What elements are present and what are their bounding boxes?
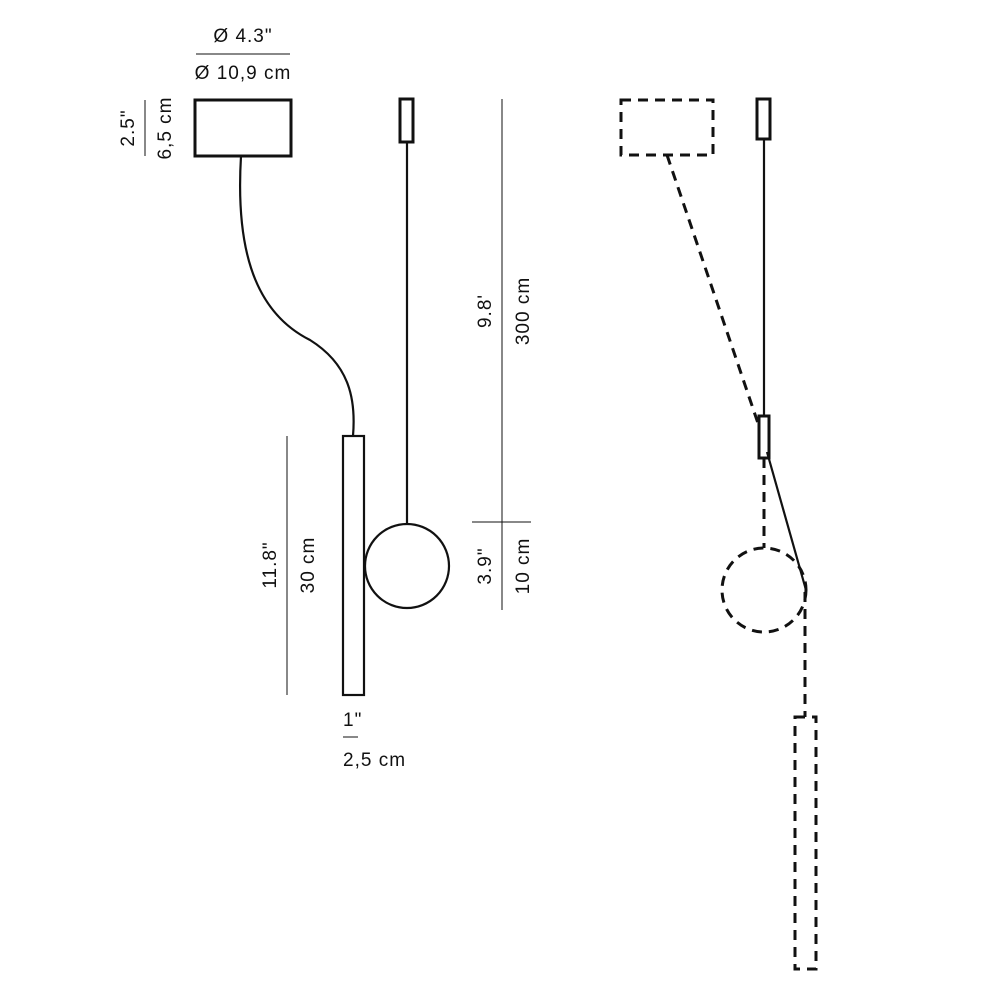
sphere-diameter-cm: 10 cm bbox=[513, 538, 534, 595]
angled-cable bbox=[765, 451, 808, 591]
tube-diameter-in: 1" bbox=[343, 710, 362, 731]
dashed-sphere bbox=[720, 546, 808, 634]
cable-mount bbox=[398, 97, 415, 144]
cable-length-dimension: 9.8' 300 cm bbox=[472, 99, 534, 523]
cable-length-ft: 9.8' bbox=[475, 294, 496, 328]
alt-cable-mount bbox=[755, 97, 772, 141]
cable-length-cm: 300 cm bbox=[513, 277, 534, 345]
tube-diameter-dimension: 1" 2,5 cm bbox=[343, 710, 406, 771]
canopy-height-dimension: 2.5" 6,5 cm bbox=[118, 96, 176, 159]
alternate-configuration-view bbox=[619, 97, 818, 971]
canopy-diameter-dimension: Ø 4.3" Ø 10,9 cm bbox=[195, 26, 292, 84]
canopy-diameter-in: Ø 4.3" bbox=[213, 26, 272, 47]
tube-lamp bbox=[341, 434, 366, 697]
tube-length-dimension: 11.8" 30 cm bbox=[260, 436, 319, 695]
canopy bbox=[193, 98, 293, 158]
canopy-diameter-cm: Ø 10,9 cm bbox=[195, 63, 292, 84]
tube-length-in: 11.8" bbox=[260, 541, 281, 588]
sphere-lamp bbox=[363, 522, 451, 610]
tube-diameter-cm: 2,5 cm bbox=[343, 750, 406, 771]
front-view bbox=[193, 97, 451, 697]
sphere-diameter-in: 3.9" bbox=[475, 547, 496, 584]
dashed-tube bbox=[793, 715, 818, 971]
canopy-height-cm: 6,5 cm bbox=[155, 96, 176, 159]
canopy-height-in: 2.5" bbox=[118, 109, 139, 146]
power-cable bbox=[238, 155, 355, 437]
wire-clip bbox=[757, 414, 771, 460]
dashed-diagonal-cable bbox=[665, 154, 765, 439]
dashed-canopy bbox=[619, 98, 715, 157]
tube-length-cm: 30 cm bbox=[298, 537, 319, 594]
sphere-diameter-dimension: 3.9" 10 cm bbox=[475, 522, 534, 610]
